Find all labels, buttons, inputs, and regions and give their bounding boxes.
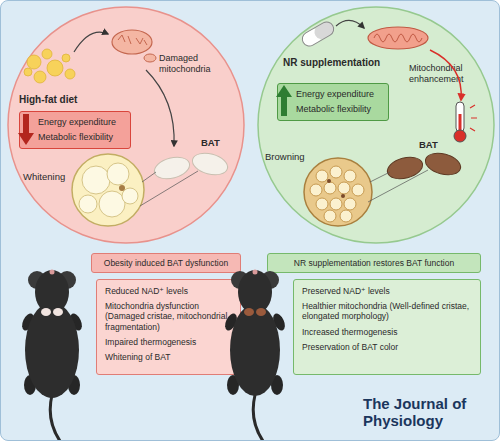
mouse-leg — [20, 312, 37, 333]
circle-shape — [8, 7, 244, 243]
mouse-leg — [227, 375, 239, 395]
finding-text: Mitochondria dysfunction (Damaged crista… — [105, 301, 232, 332]
mouse-leg — [271, 375, 283, 395]
mouse-tail — [50, 395, 60, 441]
mouse-tail — [253, 395, 263, 441]
header-text: NR supplementation restores BAT function — [294, 258, 454, 268]
effect-text: Metabolic flexibility — [38, 132, 130, 143]
section-header: NR supplementation restores BAT function — [267, 253, 481, 273]
journal-logo: The Journal of Physiology — [363, 396, 488, 429]
whitened-bat-spot — [41, 308, 51, 316]
circle-shape — [258, 7, 494, 243]
obese-mouse — [20, 270, 85, 441]
process-label: Whitening — [23, 171, 73, 182]
finding-text: Preservation of BAT color — [302, 342, 472, 352]
findings-box: Preserved NAD⁺ levelsHealthier mitochond… — [293, 279, 481, 375]
brown-bat-spot — [256, 308, 266, 316]
mouse-nose — [50, 270, 55, 275]
circle-outline — [257, 6, 495, 244]
finding-text: Impaired thermogenesis — [105, 337, 232, 347]
mouse-ear — [58, 271, 76, 289]
condition-circle: High-fat diet Damaged mitochondriaBAT Whit… — [7, 6, 245, 244]
process-label: Browning — [265, 151, 315, 162]
brown-bat-spot — [244, 308, 254, 316]
tissue-label: BAT — [201, 137, 231, 148]
mouse-leg — [271, 312, 288, 333]
mouse-leg — [68, 375, 80, 395]
header-text: Obesity induced BAT dysfunction — [104, 258, 228, 268]
treatment-circle: NR supplementationMitochondrial enhancem… — [257, 6, 495, 244]
mouse-leg — [68, 312, 85, 333]
mouse-head — [238, 270, 272, 314]
finding-text: Preserved NAD⁺ levels — [302, 286, 472, 296]
effect-box: Energy expenditureMetabolic flexibility — [277, 83, 389, 121]
effect-text: Energy expenditure — [296, 89, 388, 100]
treatment-label: NR supplementation — [283, 57, 387, 69]
mouse-leg — [24, 375, 36, 395]
stimulus-label: High-fat diet — [19, 94, 109, 106]
mouse-nose — [253, 270, 258, 275]
tissue-label: BAT — [419, 139, 449, 150]
mouse-body — [25, 302, 79, 398]
finding-text: Increased thermogenesis — [302, 327, 472, 337]
findings-box: Reduced NAD⁺ levelsMitochondria dysfunct… — [96, 279, 241, 375]
effect-text: Energy expenditure — [38, 117, 130, 128]
section-header: Obesity induced BAT dysfunction — [91, 253, 241, 273]
finding-text: Whitening of BAT — [105, 352, 232, 362]
finding-text: Reduced NAD⁺ levels — [105, 286, 232, 296]
whitened-bat-spot — [53, 308, 63, 316]
organelle-label: Damaged mitochondria — [159, 53, 219, 75]
effect-box: Energy expenditureMetabolic flexibility — [19, 111, 131, 149]
organelle-label: Mitochondrial enhancement — [409, 63, 475, 85]
mouse-head — [35, 270, 69, 314]
finding-text: Healthier mitochondria (Well-defined cri… — [302, 301, 472, 321]
effect-text: Metabolic flexibility — [296, 104, 388, 115]
mouse-ear — [28, 271, 46, 289]
mouse-ear — [261, 271, 279, 289]
